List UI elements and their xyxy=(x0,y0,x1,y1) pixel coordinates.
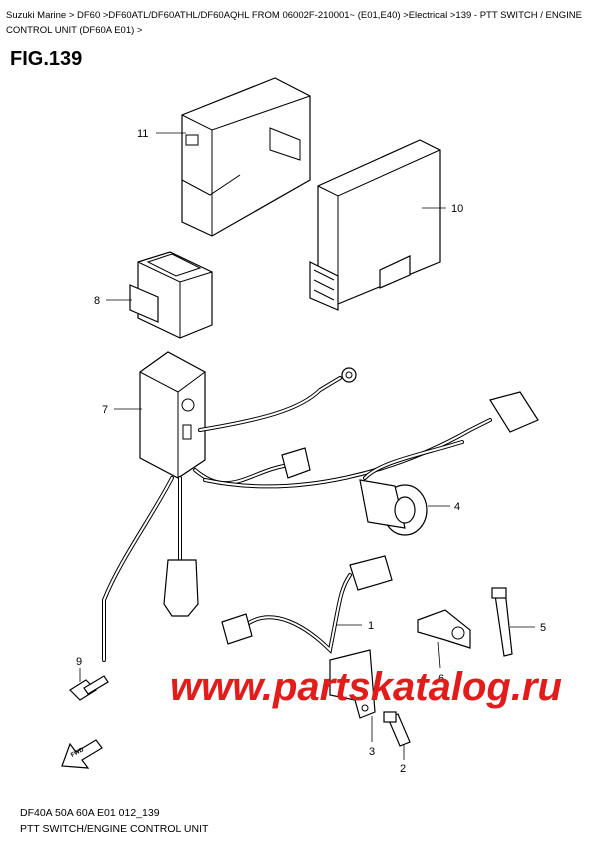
leader-lines xyxy=(79,132,535,760)
callout-10: 10 xyxy=(451,203,463,215)
part-11-cover[interactable] xyxy=(181,77,311,237)
part-5-cable-tie[interactable] xyxy=(491,587,513,657)
part-10-ecu[interactable] xyxy=(309,139,441,311)
part-6-clamp[interactable] xyxy=(417,609,471,649)
callout-8: 8 xyxy=(94,295,100,307)
part-9-bolt[interactable] xyxy=(69,675,109,701)
figure-title: FIG.139 xyxy=(10,48,83,70)
callout-9: 9 xyxy=(76,656,82,668)
callout-3: 3 xyxy=(369,746,375,758)
callout-1: 1 xyxy=(368,620,374,632)
callout-5: 5 xyxy=(540,622,546,634)
part-3-bracket[interactable] xyxy=(329,649,376,719)
caption: PTT SWITCH/ENGINE CONTROL UNIT xyxy=(20,823,209,835)
fwd-arrow-icon: FWD xyxy=(61,739,103,769)
callout-6: 6 xyxy=(438,673,444,685)
part-7-control-unit[interactable] xyxy=(102,351,539,662)
part-8-box[interactable] xyxy=(129,251,213,339)
breadcrumb[interactable]: Suzuki Marine > DF60 >DF60ATL/DF60ATHL/D… xyxy=(6,10,582,36)
part-2-screw[interactable] xyxy=(383,711,411,747)
watermark: www.partskatalog.ru xyxy=(170,665,562,709)
diagram-code: DF40A 50A 60A E01 012_139 xyxy=(20,807,160,819)
part-4-ptt-switch[interactable] xyxy=(359,440,464,536)
callout-7: 7 xyxy=(102,404,108,416)
callout-4: 4 xyxy=(454,501,460,513)
callout-2: 2 xyxy=(400,763,406,775)
part-1-harness[interactable] xyxy=(221,555,393,655)
callout-11: 11 xyxy=(137,128,148,140)
